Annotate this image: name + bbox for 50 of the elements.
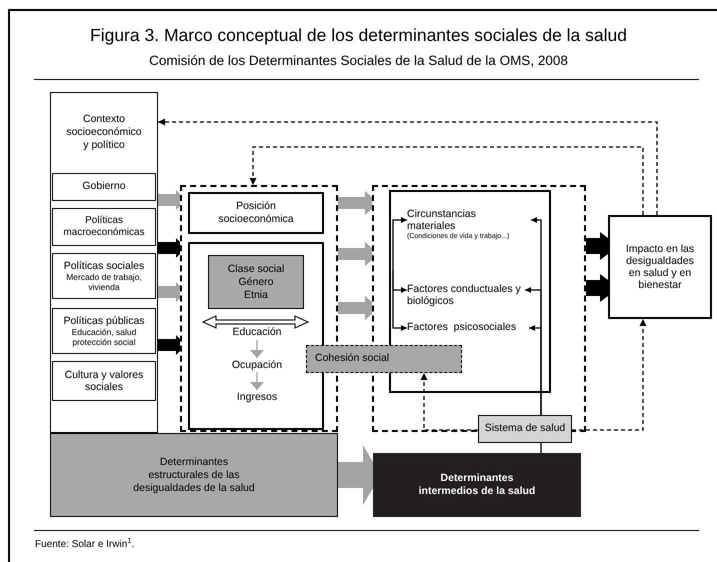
node-sublabel: Género (238, 276, 274, 288)
node-label: Determinantes estructurales de las desigualdades de la salud (132, 456, 256, 494)
node-label: Educación (232, 325, 282, 339)
node-label: Circunstancias materiales (407, 208, 477, 232)
structural-determinants-box (50, 433, 338, 517)
node-label: Políticas sociales (64, 260, 144, 272)
dashed-arrow (420, 373, 478, 431)
arrow (250, 340, 264, 358)
node-label: Factores conductuales y biológicos (407, 283, 522, 307)
node-label: Clase social (228, 262, 284, 276)
policy-box (52, 253, 156, 299)
figure-subtitle: Comisión de los Determinantes Sociales de la Salud de la OMS, 2008 (148, 52, 569, 70)
dashed-arrow (250, 146, 644, 215)
social-class-box (208, 255, 304, 309)
arrow (392, 217, 407, 270)
position-box (188, 192, 324, 234)
social-cohesion-box (306, 345, 462, 373)
node-label: Contexto socioeconómico y político (65, 113, 143, 152)
node-label: Factores psicosociales (407, 320, 516, 334)
source-note: Fuente: Solar e Irwin$^{1}$. (35, 538, 134, 552)
policy-box (52, 173, 156, 201)
node-label: Cohesión social (314, 351, 390, 366)
node-label: Sistema de salud (484, 421, 566, 436)
dashed-arrow (572, 319, 646, 431)
node-label: Ingresos (236, 390, 278, 404)
node-label: Ocupación (232, 358, 282, 372)
dashed-arrow (158, 118, 658, 215)
intermediate-determinants-box (373, 453, 581, 517)
figure-title: Figura 3. Marco conceptual de los determinantes sociales de la salud (89, 24, 628, 46)
policy-box (52, 208, 156, 246)
policy-box (52, 361, 156, 401)
impact-box (608, 215, 712, 319)
arrow (529, 325, 542, 415)
node-label: Posición socioeconómica (217, 200, 295, 226)
node-label: Cultura y valores sociales (64, 369, 144, 393)
context-panel (50, 92, 158, 433)
node-label: Políticas públicas (63, 315, 145, 327)
node-sublabel: Etnia (244, 288, 268, 302)
node-label: Determinantes intermedios de la salud (418, 472, 536, 498)
arrow (392, 270, 407, 331)
connector-line (540, 443, 542, 453)
arrow (250, 372, 264, 390)
node-sublabel: Mercado de trabajo, vivienda (65, 272, 143, 292)
inner-box (389, 190, 551, 393)
node-label: Gobierno (82, 179, 126, 194)
node-label: Impacto en las desigualdades en salud y en bienestar (624, 243, 696, 291)
policy-box (52, 308, 156, 354)
node-sublabel: Educación, salud protección social (70, 327, 138, 347)
node-label: Políticas macroeconómicas (62, 215, 146, 239)
health-system-box (478, 415, 572, 443)
